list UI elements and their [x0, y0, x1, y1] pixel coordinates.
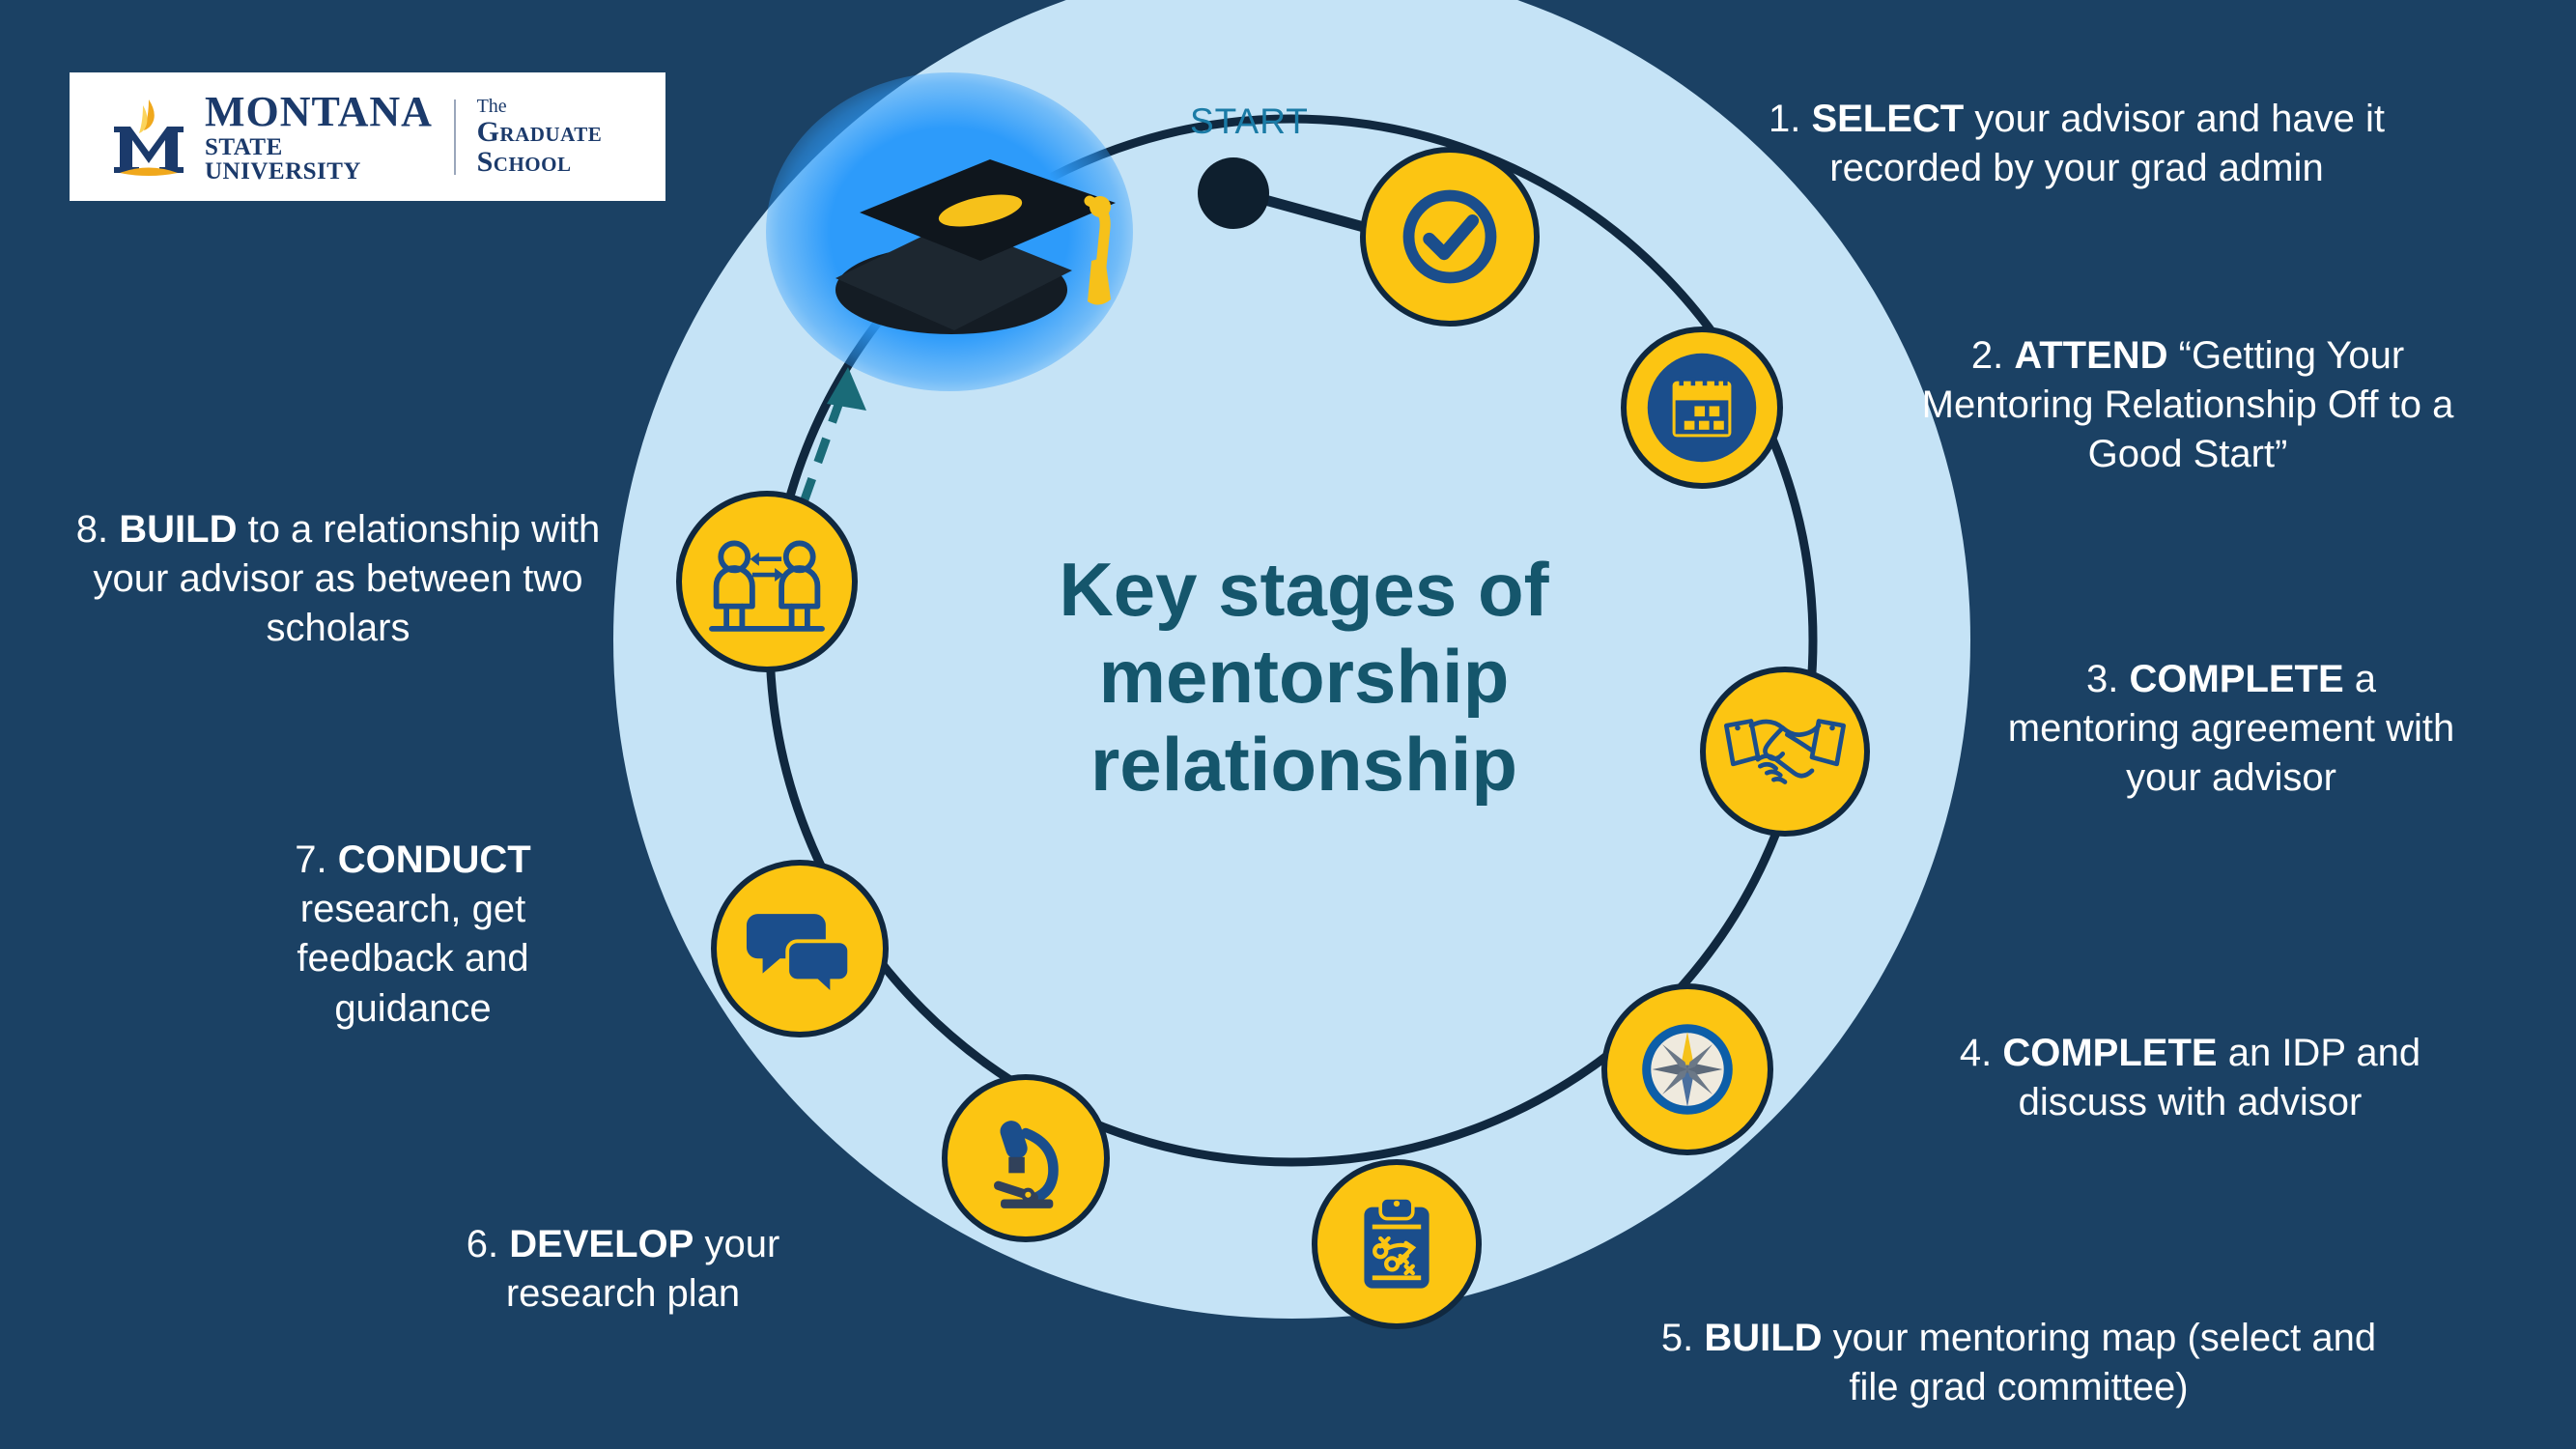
step-rest-3: a mentoring agreement with your advisor	[2007, 658, 2455, 800]
step-rest-5: your mentoring map (select and file grad…	[1822, 1317, 2377, 1409]
calendar-icon	[1647, 353, 1757, 463]
compass-icon	[1642, 1024, 1733, 1115]
step-node-8[interactable]	[676, 491, 858, 672]
start-dot	[1198, 157, 1269, 229]
center-title-line1: Key stages of	[1059, 547, 1549, 632]
step-text-6: 6. DEVELOP your research plan	[391, 1220, 855, 1319]
logo-divider	[453, 99, 456, 175]
step-number-6: 6.	[466, 1223, 499, 1265]
step-node-2[interactable]	[1621, 327, 1783, 489]
step-node-5[interactable]	[1312, 1159, 1482, 1329]
dashed-arrow	[799, 367, 866, 504]
clipboard-strategy-icon	[1364, 1196, 1430, 1289]
step-node-4[interactable]	[1601, 983, 1773, 1155]
step-number-2: 2.	[1970, 334, 2004, 377]
step-keyword-3: COMPLETE	[2129, 658, 2344, 700]
step-keyword-2: ATTEND	[2014, 334, 2168, 377]
step-keyword-5: BUILD	[1704, 1317, 1823, 1359]
step-rest-2: “Getting Your Mentoring Relationship Off…	[1921, 334, 2454, 476]
step-rest-7: research, get feedback and guidance	[297, 888, 529, 1030]
step-text-1: 1. SELECT your advisor and have it recor…	[1695, 95, 2458, 193]
step-text-8: 8. BUILD to a relationship with your adv…	[48, 505, 628, 654]
step-number-7: 7.	[295, 838, 327, 881]
step-keyword-4: COMPLETE	[2002, 1032, 2218, 1074]
step-text-5: 5. BUILD your mentoring map (select and …	[1632, 1314, 2405, 1412]
start-label: START	[1190, 101, 1309, 141]
step-node-3[interactable]	[1700, 667, 1870, 837]
step-number-3: 3.	[2085, 658, 2119, 700]
step-text-2: 2. ATTEND “Getting Your Mentoring Relati…	[1912, 331, 2463, 480]
step-rest-8: to a relationship with your advisor as b…	[93, 508, 601, 650]
center-title-line3: relationship	[1090, 721, 1518, 807]
logo-unit-line1: The	[476, 95, 507, 117]
center-title-line2: mentorship	[1098, 634, 1510, 720]
step-node-1[interactable]	[1360, 147, 1540, 327]
step-node-7[interactable]	[711, 860, 889, 1037]
step-keyword-7: CONDUCT	[337, 838, 531, 881]
logo-university-line1: MONTANA	[205, 87, 433, 135]
center-title: Key stages of mentorship relationship	[966, 546, 1642, 808]
step-number-8: 8.	[75, 508, 109, 551]
logo-unit-line2: Graduate School	[476, 115, 603, 178]
step-number-4: 4.	[1959, 1032, 1993, 1074]
step-keyword-1: SELECT	[1811, 98, 1965, 140]
check-circle-icon	[1402, 189, 1497, 284]
two-people-exchange-icon	[709, 540, 825, 632]
step-number-5: 5.	[1660, 1317, 1694, 1359]
graduation-cap-icon	[835, 159, 1116, 334]
handshake-icon	[1724, 719, 1846, 784]
microscope-icon	[993, 1121, 1059, 1208]
step-keyword-6: DEVELOP	[509, 1223, 694, 1265]
step-number-1: 1.	[1768, 98, 1801, 140]
step-node-6[interactable]	[942, 1074, 1110, 1242]
step-rest-4: an IDP and discuss with advisor	[2018, 1032, 2421, 1124]
step-text-3: 3. COMPLETE a mentoring agreement with y…	[2004, 655, 2458, 804]
step-text-7: 7. CONDUCT research, get feedback and gu…	[222, 836, 604, 1034]
step-rest-1: your advisor and have it recorded by you…	[1829, 98, 2386, 190]
msu-m-flame-logo	[114, 99, 184, 176]
logo-university-line2: STATE UNIVERSITY	[205, 133, 361, 185]
chat-bubbles-icon	[746, 914, 852, 999]
step-text-4: 4. COMPLETE an IDP and discuss with advi…	[1922, 1029, 2458, 1127]
msu-graduate-school-logo: MONTANA STATE UNIVERSITY The Graduate Sc…	[70, 72, 665, 201]
step-rest-6: your research plan	[505, 1223, 780, 1316]
step-keyword-8: BUILD	[119, 508, 238, 551]
